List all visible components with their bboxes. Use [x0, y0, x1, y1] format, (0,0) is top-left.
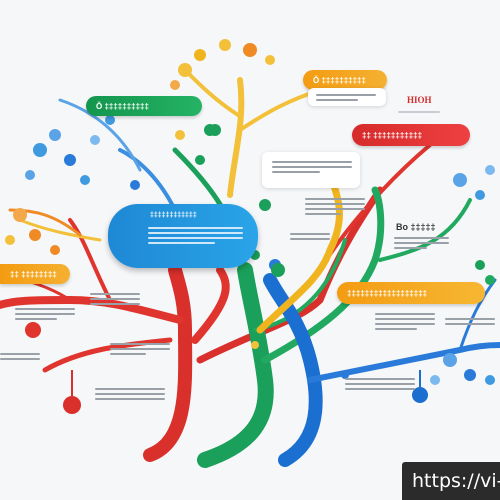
center-note-card	[262, 152, 360, 188]
text-block	[305, 195, 365, 218]
green-topic-label: Ŏ ‡‡‡‡‡‡‡‡‡‡	[96, 101, 149, 111]
red-topic-label: ‡‡ ‡‡‡‡‡‡‡‡‡‡‡	[362, 130, 423, 140]
green-trunk	[197, 262, 274, 468]
orange-top-topic-label: Ŏ ‡‡‡‡‡‡‡‡‡‡	[313, 75, 366, 85]
watermark: https://vi-	[402, 462, 500, 500]
text-block	[0, 350, 40, 363]
green-branch-far-right	[378, 198, 472, 262]
red-heading-text	[398, 108, 440, 116]
orange-bottom-topic-pill: ‡‡‡‡‡‡‡‡‡‡‡‡‡‡‡‡‡‡	[337, 282, 485, 304]
orange-left-topic-pill: ‡‡ ‡‡‡‡‡‡‡‡	[0, 264, 70, 284]
yellow-branch-top	[227, 77, 245, 198]
orange-top-topic-pill: Ŏ ‡‡‡‡‡‡‡‡‡‡	[303, 70, 387, 90]
blue-branch-left-up	[118, 148, 177, 212]
text-block	[15, 305, 75, 323]
text-block	[110, 340, 170, 358]
dark-heading-text	[394, 234, 449, 252]
yellow-branch-left	[18, 218, 102, 242]
dark-heading: Bo ‡‡‡‡‡	[396, 222, 436, 232]
red-trunk	[143, 263, 193, 462]
orange-left-topic-label: ‡‡ ‡‡‡‡‡‡‡‡	[10, 269, 57, 279]
text-block	[90, 290, 140, 308]
leaf-clusters	[5, 39, 495, 385]
blue-branch-upper	[58, 98, 142, 172]
text-block	[345, 375, 415, 393]
orange-bottom-topic-label: ‡‡‡‡‡‡‡‡‡‡‡‡‡‡‡‡‡‡	[347, 288, 428, 298]
main-topic-title: ‡‡‡‡‡‡‡‡‡‡‡‡	[150, 212, 197, 219]
text-block	[375, 310, 435, 333]
text-block	[445, 315, 495, 328]
main-topic-pill: ‡‡‡‡‡‡‡‡‡‡‡‡	[108, 204, 258, 268]
red-branch-left-low	[42, 337, 173, 373]
text-block	[95, 385, 165, 403]
red-branch-left-up	[68, 218, 112, 302]
blue-trunk	[263, 273, 323, 467]
green-branch-low	[253, 238, 347, 332]
blue-branch-right-up	[458, 278, 497, 352]
red-heading: HIOH	[407, 95, 432, 105]
red-branch-center	[191, 266, 230, 344]
green-topic-pill: Ŏ ‡‡‡‡‡‡‡‡‡‡	[86, 96, 202, 116]
red-topic-pill: ‡‡ ‡‡‡‡‡‡‡‡‡‡‡	[352, 124, 470, 146]
text-block	[290, 230, 330, 243]
yellow-branch-right	[256, 171, 343, 334]
orange-top-note-card	[308, 88, 386, 106]
red-branch-right	[196, 186, 384, 364]
